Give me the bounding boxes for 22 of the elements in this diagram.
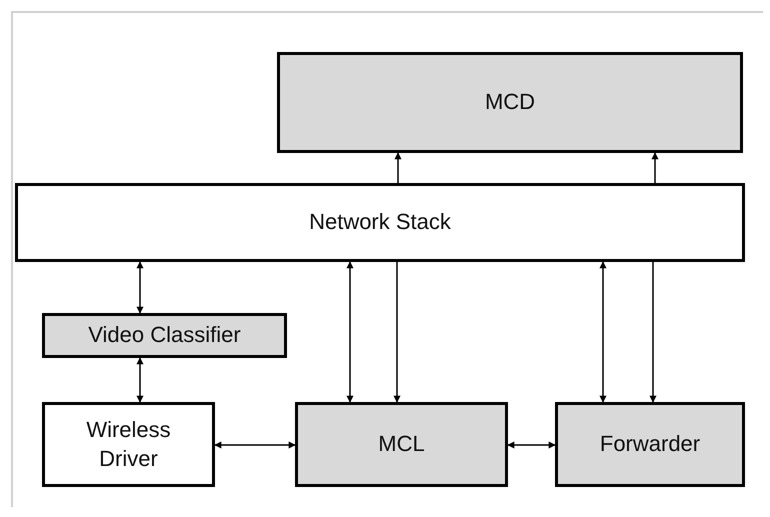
arrow [600,261,606,403]
process-box [295,402,508,487]
box-label: Video Classifier [87,321,242,350]
arrow [136,357,144,403]
arrow [136,261,144,314]
box-label: MCD [484,88,536,116]
arrow [507,442,556,448]
process-box [15,183,745,262]
process-box [42,313,287,358]
box-label: Forwarder [598,430,702,458]
box-label: Network Stack [308,208,452,236]
box-label: MCL [377,430,426,458]
arrow [346,261,354,403]
process-box [277,52,743,153]
arrow [652,152,658,183]
arrow [394,262,400,403]
process-box [555,402,745,487]
box-label: Wireless Driver [85,416,172,472]
process-box [42,402,215,487]
arrow [650,262,656,403]
arrow [214,442,296,448]
arrow [394,152,402,183]
